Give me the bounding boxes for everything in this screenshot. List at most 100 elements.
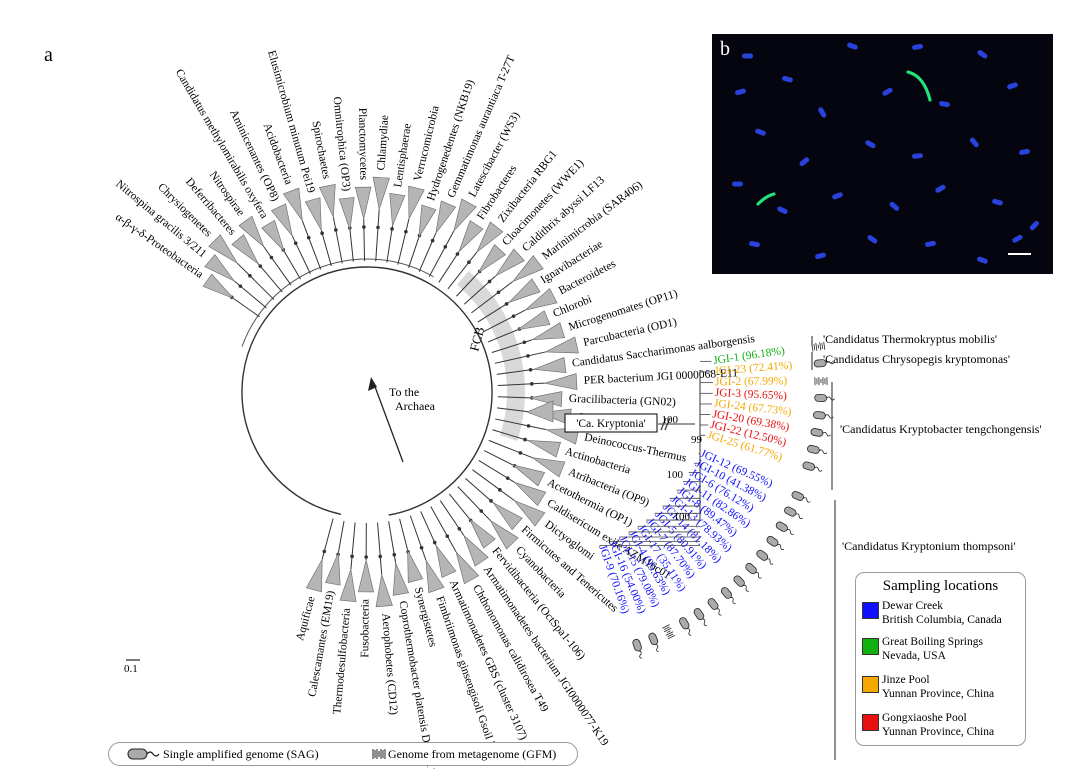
branch — [420, 511, 437, 546]
clade-wedge — [202, 273, 234, 299]
node-dot — [455, 252, 460, 256]
genome-type-key: Single amplified genome (SAG) Genome fro… — [108, 742, 578, 766]
taxon-label: Thermodesulfobacteria — [331, 608, 353, 715]
blue-cell — [732, 181, 743, 187]
node-dot — [350, 554, 354, 559]
taxon-label: Aerophobetes (CD12) — [379, 613, 399, 716]
blue-cell — [939, 101, 950, 108]
branch — [236, 262, 275, 301]
branch — [320, 230, 332, 267]
clade-wedge — [453, 198, 477, 232]
branch — [494, 351, 546, 364]
clade-wedge — [357, 559, 375, 593]
node-dot — [487, 279, 492, 284]
node-dot — [269, 255, 274, 260]
clade-wedge — [458, 220, 484, 252]
green-probe-cell — [906, 70, 932, 102]
clade-wedge — [517, 310, 551, 331]
clade-wedge — [408, 185, 425, 220]
tree-inner-branch — [241, 258, 434, 347]
branch — [438, 251, 460, 283]
branch — [332, 217, 343, 264]
sag-icon — [812, 411, 834, 420]
blue-cell — [832, 192, 843, 200]
kryptonia-wedge — [526, 400, 554, 423]
clade-wedge — [389, 192, 406, 227]
legend-item-dewar: Dewar Creek British Columbia, Canada — [862, 599, 1022, 633]
node-dot — [238, 284, 243, 288]
branch — [487, 329, 518, 343]
species-label: 'Candidatus Kryptobacter tengchongensis' — [840, 422, 1042, 436]
blue-cell — [742, 53, 753, 59]
blue-cell — [847, 42, 858, 50]
kryptonia-label: 'Ca. Kryptonia' — [576, 418, 645, 430]
node-dot — [498, 488, 502, 492]
sag-icon — [791, 491, 811, 503]
blue-cell — [935, 184, 946, 193]
node-dot — [496, 290, 501, 295]
clade-wedge — [495, 248, 525, 277]
blue-cell — [818, 107, 827, 118]
node-dot — [467, 260, 471, 265]
node-dot — [419, 545, 424, 550]
species-label: 'Candidatus Chrysopegis kryptomonas' — [823, 352, 1010, 366]
bootstrap-value: 100 — [662, 414, 679, 426]
sag-icon — [802, 461, 823, 472]
blue-cell — [815, 252, 826, 260]
blue-cell — [889, 201, 900, 211]
node-dot — [518, 451, 523, 455]
legend-item-gongxiaoshe: Gongxiaoshe Pool Yunnan Province, China — [862, 711, 1022, 745]
clade-wedge — [524, 287, 558, 311]
clade-wedge — [527, 440, 561, 458]
sag-icon — [813, 359, 835, 368]
clade-wedge — [477, 243, 506, 274]
clade-wedge — [392, 562, 410, 596]
branch — [283, 251, 301, 280]
node-dot — [526, 354, 530, 358]
node-dot — [529, 382, 534, 386]
branch — [375, 209, 380, 262]
genome-label: JGI-2 (67.99%) — [715, 375, 788, 388]
node-dot — [479, 509, 484, 513]
node-dot — [523, 437, 527, 442]
branch — [488, 439, 533, 459]
species-label: 'Candidatus Kryptonium thompsoni' — [842, 539, 1016, 553]
branch — [448, 493, 470, 520]
gfm-icon — [814, 377, 828, 386]
clade-wedge — [469, 518, 496, 549]
clade-wedge — [533, 357, 567, 374]
sag-icon — [775, 521, 795, 535]
clade-wedge — [493, 502, 523, 531]
clade-wedge — [325, 552, 341, 586]
branch — [409, 515, 427, 561]
legend-region: British Columbia, Canada — [882, 614, 1002, 626]
branch — [301, 220, 322, 270]
clade-wedge — [508, 278, 541, 303]
genome-label: JGI-23 (72.41%) — [714, 360, 793, 378]
clade-wedge — [204, 254, 235, 282]
blue-cell — [755, 128, 766, 136]
branch — [497, 382, 545, 387]
legend-item-great-boiling: Great Boiling Springs Nevada, USA — [862, 635, 1022, 669]
branch — [386, 225, 393, 263]
root-arrow — [373, 383, 404, 463]
legend-location: Gongxiaoshe Pool — [882, 712, 967, 724]
sag-icon — [810, 428, 831, 437]
taxon-label: Gracilibacteria (GN02) — [569, 393, 676, 409]
panel-a-label: a — [44, 44, 53, 66]
bootstrap-value: 100 — [674, 511, 691, 523]
node-dot — [306, 235, 311, 240]
clade-wedge — [319, 184, 336, 218]
sag-icon — [707, 598, 722, 616]
clade-wedge — [463, 535, 489, 567]
taxon-label: Fusobacteria — [359, 599, 371, 658]
node-dot — [322, 549, 327, 554]
branch — [397, 218, 410, 265]
blue-cell — [749, 241, 760, 248]
blue-cell — [865, 140, 876, 149]
clade-wedge — [512, 464, 546, 487]
blue-cell — [867, 235, 878, 244]
node-dot — [248, 273, 252, 278]
legend-region: Yunnan Province, China — [882, 688, 995, 700]
